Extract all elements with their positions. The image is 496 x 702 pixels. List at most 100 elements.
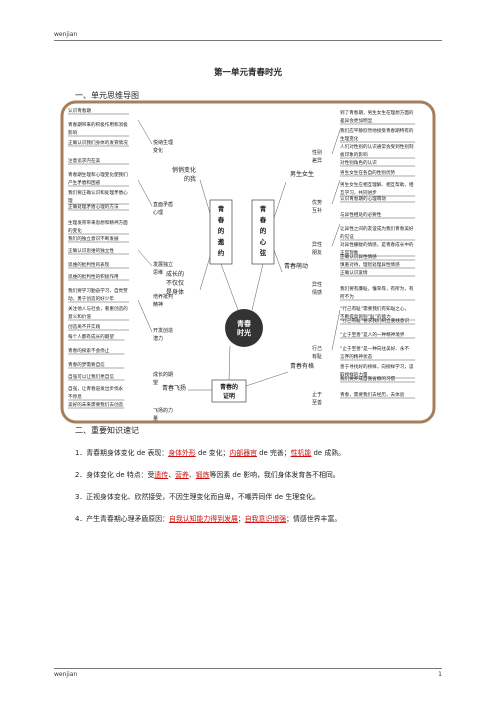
item-text: de 成熟。 xyxy=(311,449,345,457)
branch-node-text: 的 xyxy=(218,226,225,235)
leaf-text: 我们的独立意识不断发展 xyxy=(68,235,119,242)
leaf-text: 我们要养成自我省察的习惯 xyxy=(340,375,396,382)
leaf-connector xyxy=(331,309,341,351)
branch-node-text: 青春的 xyxy=(220,383,238,391)
knowledge-item: 4．产生青春期心理矛盾原因：自我认知能力得到发展；自我意识增强；情感世界丰富。 xyxy=(75,508,445,530)
sub-connector xyxy=(245,371,289,387)
minor-node-text: 飞扬的力 xyxy=(153,407,173,414)
leaf-text: 我们要有廉耻，懂荣辱，有所为，有 xyxy=(340,285,414,292)
minor-node-text: 互补 xyxy=(312,207,322,214)
item-text: 产生青春期心理矛盾原因： xyxy=(86,515,169,523)
leaf-text: 思维的批判性的积极作用 xyxy=(68,273,119,280)
item-text: 、 xyxy=(188,471,196,479)
leaf-text: 男生女生在各自的性别优势 xyxy=(340,169,396,176)
minor-node-text: 发展独立 xyxy=(153,261,173,268)
leaf-text: 板印象的影响 xyxy=(340,151,368,158)
sub-topic-text: 是身体 xyxy=(166,288,184,296)
knowledge-item-number: 3． xyxy=(75,493,87,501)
page-number: 1 xyxy=(438,671,442,678)
branch-node-text: 青 xyxy=(260,204,267,213)
leaf-text: 青春期生理和心理变化使我们 xyxy=(68,171,128,178)
leaf-text: 互学习，共同进步 xyxy=(340,189,377,196)
branch-node-text: 约 xyxy=(218,248,225,257)
leaf-text: 思维的批判性的表现 xyxy=(68,261,110,268)
minor-node-text: 情感 xyxy=(312,289,322,296)
branch-node-text: 弦 xyxy=(260,248,267,257)
center-node-text: 时光 xyxy=(237,328,251,337)
knowledge-item-number: 2． xyxy=(75,471,87,479)
minor-node-text: 变化 xyxy=(153,147,163,154)
item-text: 青春期身体变化 de 表现： xyxy=(86,449,169,457)
minor-node-text: 直面矛盾 xyxy=(153,201,173,208)
minor-node-text: 望 xyxy=(153,379,158,386)
leaf-text: “止于至善”是人的一种精神境界 xyxy=(340,331,405,338)
header-rule xyxy=(54,40,442,41)
leaf-text: 的变化 xyxy=(68,227,82,234)
minor-node-text: 培养批判 xyxy=(153,293,173,300)
branch-connector xyxy=(220,263,239,311)
minor-node-text: 异性 xyxy=(312,281,322,288)
branch-node-text: 青 xyxy=(218,204,225,213)
leaf-text: 人们对性别的认识通常会受到性别刻 xyxy=(340,143,414,150)
leaf-text: 正确处理矛盾心理的方法 xyxy=(68,203,119,210)
leaf-text: 美好的未来需要我们去创造 xyxy=(68,401,124,408)
minor-node-text: 成长的期 xyxy=(153,371,173,378)
minor-node-text: 开发创造 xyxy=(153,327,173,334)
branch-connector xyxy=(251,263,264,311)
center-node xyxy=(225,309,263,347)
leaf-text: 每个人都有成长的期望 xyxy=(68,333,114,340)
leaf-text: 到了青春期，男生女生在理想方面的 xyxy=(340,109,414,116)
leaf-text: 让异性之间的友谊成为我们青春美好 xyxy=(340,225,414,232)
minor-node-text: 差异 xyxy=(312,157,322,164)
leaf-text: 注意追求内在美 xyxy=(68,157,101,164)
leaf-text: 正确认识爱情 xyxy=(340,269,368,276)
key-term: 营养 xyxy=(175,471,189,479)
leaf-text: 自强可以让我们更自信 xyxy=(68,373,114,380)
minor-node-text: 性别 xyxy=(312,149,322,156)
leaf-text: 善于寻找好的榜样，向榜样学习，汲 xyxy=(340,363,414,370)
minor-node-text: 潜力 xyxy=(153,335,163,342)
key-term: 身体外形 xyxy=(168,449,196,457)
leaf-text: 青春的梦需要自信 xyxy=(68,361,105,368)
minor-node-text: 悦纳生理 xyxy=(153,139,173,146)
leaf-text: 我们要正确认识和处理矛盾心 xyxy=(68,189,128,196)
leaf-connector xyxy=(331,179,341,205)
minor-node-text: 思维 xyxy=(153,269,163,276)
sub-connector xyxy=(273,249,283,273)
leaf-text: 不断提高辨别“耻”的能力 xyxy=(340,313,391,320)
item-text: 等因素 de 影响，我们身体发育各不相同。 xyxy=(209,471,340,479)
knowledge-item: 2．身体变化 de 特点：受遗传、营养、锻炼等因素 de 影响，我们身体发育各不… xyxy=(75,464,445,486)
leaf-text: 关注他人与社会，看重创造的 xyxy=(68,305,128,312)
minor-node-text: 精神 xyxy=(153,301,163,308)
mind-map-frame xyxy=(60,100,436,424)
leaf-text: 言弃的精神状态 xyxy=(340,353,373,360)
leaf-text: 青春，需要我们去经历，去体验 xyxy=(340,391,405,398)
mind-map: 青春时光青春的邀约青春的心弦青春的证明悄悄变化的我成长的不仅仅是身体男生女生青春… xyxy=(60,100,436,424)
leaf-text: 不停息 xyxy=(68,393,82,400)
knowledge-list: 1．青春期身体变化 de 表现：身体外形 de 变化；内部器官 de 完善；性机… xyxy=(75,442,445,530)
branch-node-text: 春 xyxy=(259,215,267,224)
leaf-connector xyxy=(137,249,153,267)
leaf-text: 意义和价值 xyxy=(68,313,91,320)
branch-node-text: 的 xyxy=(260,226,267,235)
section-heading-mindmap: 一、单元思维导图 xyxy=(75,91,139,100)
item-text: de 变化； xyxy=(195,449,230,457)
leaf-text: 生理发育带来思想和精神方面 xyxy=(68,219,128,226)
sub-topic-text: 不仅仅 xyxy=(166,279,184,287)
leaf-text: 理 xyxy=(68,198,73,204)
branch-connector xyxy=(228,345,231,381)
minor-node-text: 心理 xyxy=(153,209,163,216)
leaf-text: 我们要学习勤奋学习、自觉劳 xyxy=(68,287,128,294)
leaf-text: 的见证 xyxy=(340,233,354,240)
leaf-text: 生理变化 xyxy=(340,135,359,142)
minor-node-text: 止于 xyxy=(312,391,322,398)
leaf-text: 男生女生应相互理解、相互帮助，相 xyxy=(340,181,414,188)
leaf-text: 取榜样的力量 xyxy=(340,371,368,378)
sub-topic-text: 的我 xyxy=(184,175,196,183)
key-term: 性机能 xyxy=(290,449,312,457)
leaf-text: 所不为 xyxy=(340,293,354,300)
minor-node-text: 行己 xyxy=(312,345,322,352)
leaf-text: 正确认识我们身体的发育情况 xyxy=(68,139,128,146)
sub-connector xyxy=(273,181,287,219)
branch-node xyxy=(211,379,247,403)
